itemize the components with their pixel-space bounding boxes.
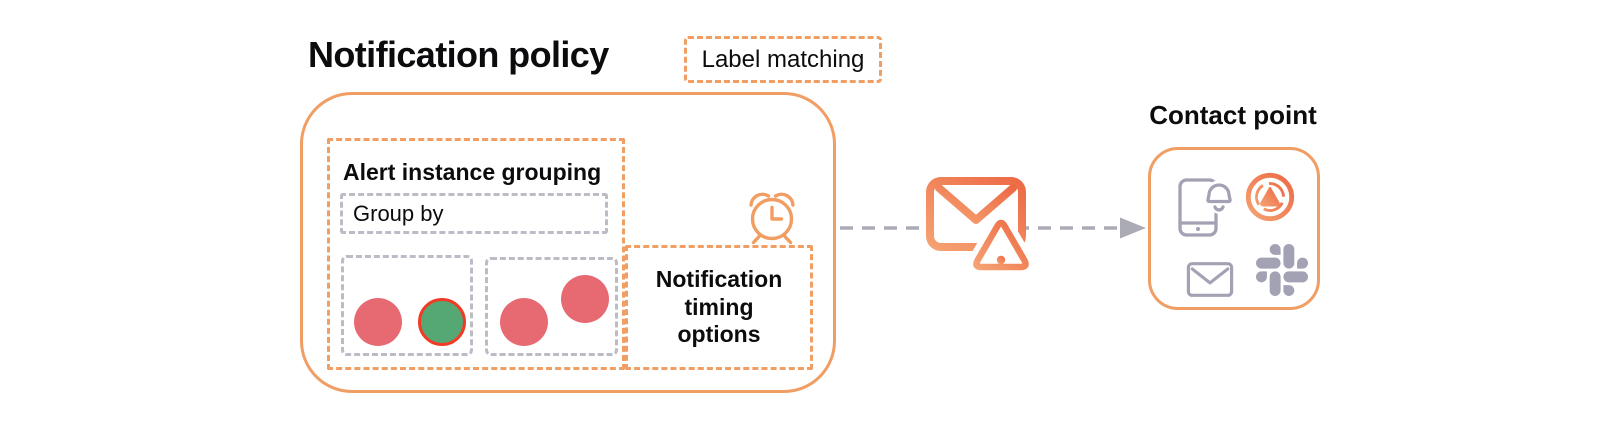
- group-by-field: Group by: [340, 193, 608, 234]
- label-matching-text: Label matching: [701, 45, 865, 73]
- notification-timing-label: Notification timing options: [655, 266, 783, 348]
- page-title: Notification policy: [308, 34, 609, 75]
- email-icon: [1186, 262, 1234, 297]
- notification-timing-box: Notification timing options: [625, 245, 813, 370]
- mobile-notification-icon: [1178, 178, 1235, 237]
- alert-group-2: [485, 257, 618, 356]
- group-by-label: Group by: [353, 200, 444, 226]
- alert-instance-grouping-title: Alert instance grouping: [343, 159, 602, 185]
- grafana-oncall-icon: [1245, 172, 1295, 222]
- contact-point-title: Contact point: [1149, 100, 1317, 130]
- slack-icon: [1256, 244, 1308, 296]
- alarm-clock-icon: [749, 192, 795, 245]
- alert-instance-resolved: [418, 298, 466, 346]
- alert-instance-firing: [500, 298, 548, 346]
- contact-point-box: [1148, 147, 1320, 310]
- alert-instance-firing: [561, 275, 609, 323]
- alert-instance-firing: [354, 298, 402, 346]
- email-alert-icon: [926, 177, 1035, 276]
- label-matching-badge: Label matching: [684, 36, 882, 83]
- alert-instance-grouping-box: Alert instance grouping Group by: [327, 138, 625, 370]
- alert-group-1: [341, 255, 473, 356]
